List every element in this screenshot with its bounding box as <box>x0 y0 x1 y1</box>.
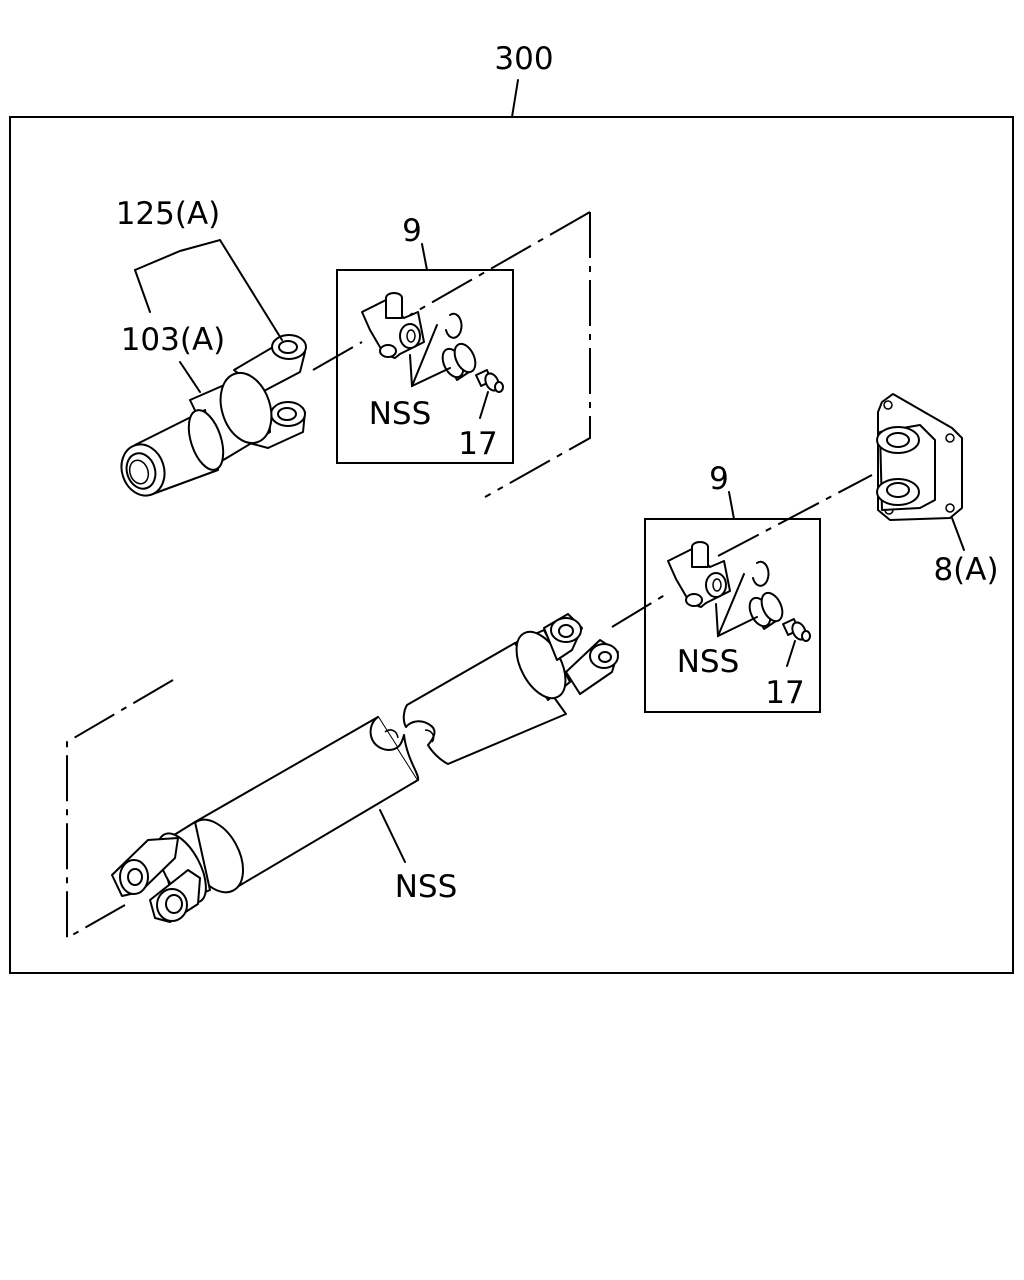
leader-17-lower <box>786 640 796 667</box>
centerline-upper-kit <box>409 211 591 316</box>
flange-yoke <box>876 393 963 521</box>
callout-9-upper: 9 <box>402 213 422 249</box>
grease-fitting-upper <box>475 369 504 393</box>
leader-nss-shaft <box>379 809 406 863</box>
bearing-cup-upper <box>441 342 477 381</box>
callout-17-upper: 17 <box>458 426 497 462</box>
callout-103a: 103(A) <box>121 322 226 358</box>
leader-9-upper <box>421 243 428 271</box>
centerline-shaft-end <box>611 592 669 628</box>
leader-nss-upper-ring <box>411 324 438 387</box>
callout-nss-upper: NSS <box>369 396 432 432</box>
snap-ring-upper <box>445 312 463 339</box>
leader-103a <box>179 361 201 393</box>
leader-9-lower <box>728 491 735 520</box>
leader-17-upper <box>479 391 489 419</box>
snap-ring-lower <box>752 560 770 587</box>
leader-nss-lower-ring <box>717 573 745 637</box>
joint-kit-box-upper <box>336 269 514 464</box>
callout-17-lower: 17 <box>765 675 804 711</box>
callout-9-lower: 9 <box>709 461 729 497</box>
callout-nss-shaft: NSS <box>395 869 458 905</box>
phantom-line-lower <box>66 679 174 940</box>
leader-125a-lower <box>134 269 151 313</box>
slip-yoke <box>120 334 307 497</box>
callout-nss-lower: NSS <box>677 644 740 680</box>
callout-125a: 125(A) <box>116 196 221 232</box>
joint-kit-box-lower <box>644 518 821 713</box>
universal-joint-upper <box>361 292 425 359</box>
universal-joint-lower <box>667 541 731 608</box>
leader-125a <box>134 238 283 341</box>
centerline-flange <box>717 474 873 557</box>
propeller-shaft <box>111 613 619 923</box>
grease-fitting-lower <box>782 618 811 642</box>
leader-8a <box>951 517 965 551</box>
phantom-line-upper <box>484 212 591 498</box>
callout-8a: 8(A) <box>933 552 998 588</box>
callout-300: 300 <box>494 41 553 77</box>
bearing-cup-lower <box>748 591 784 630</box>
leader-300 <box>511 79 519 118</box>
